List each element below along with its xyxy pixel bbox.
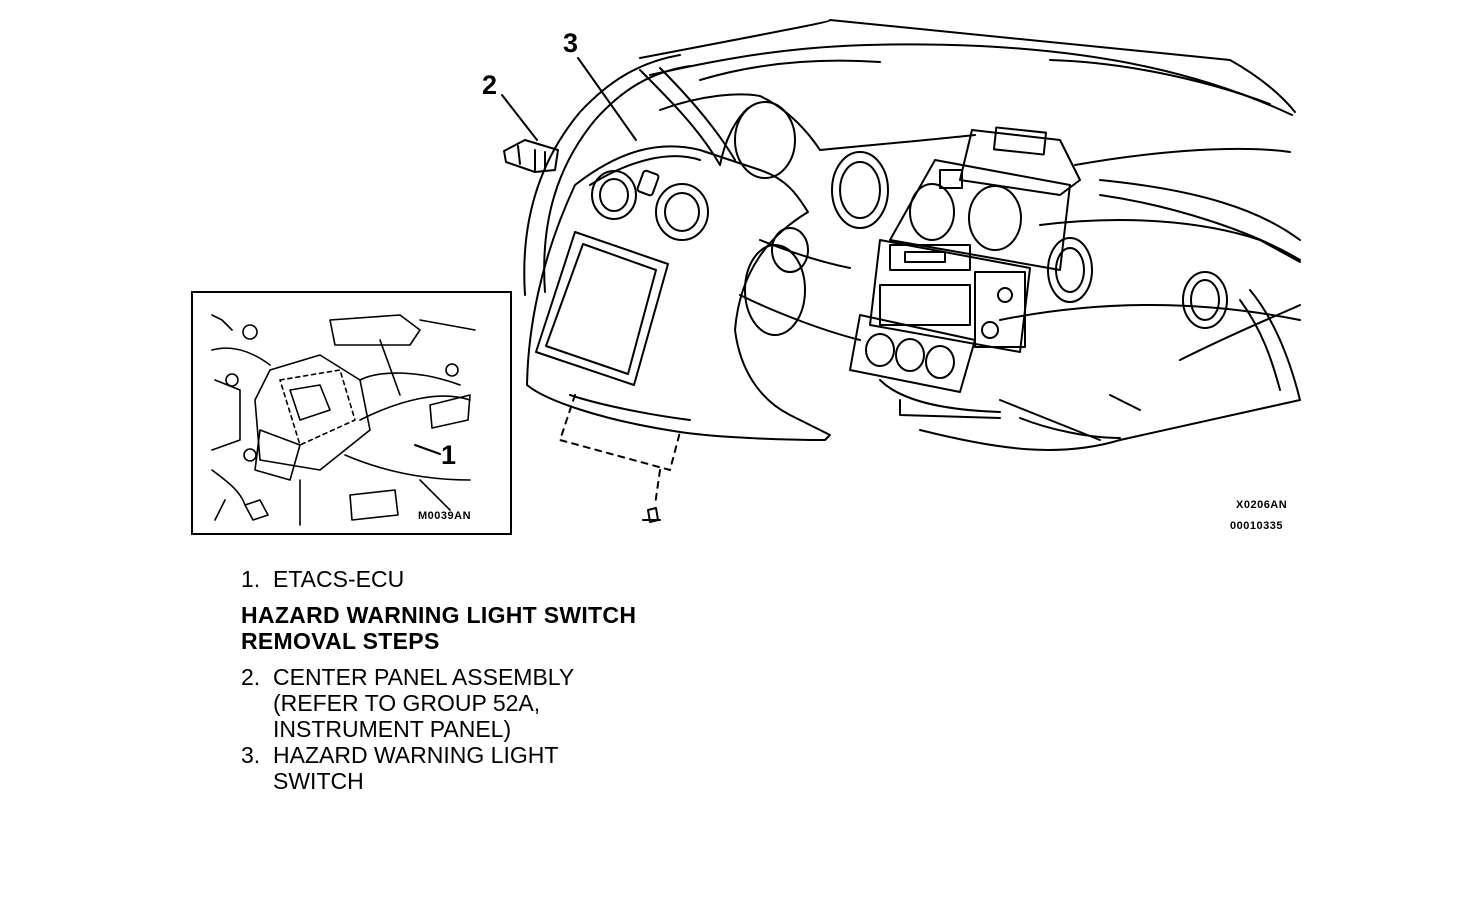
legend-item-number: 3. [241,742,261,768]
callout-3: 3 [563,28,579,58]
legend-item-1: 1. ETACS-ECU [241,566,761,592]
removal-steps-heading: HAZARD WARNING LIGHT SWITCH REMOVAL STEP… [241,602,637,654]
dashboard-outline [639,19,1301,452]
inset-detail-frame [191,291,512,535]
inset-figure-code: M0039AN [418,510,472,522]
steering-wheel [523,54,749,296]
legend-item-3: 3. HAZARD WARNING LIGHT SWITCH [241,742,761,794]
legend-item-text: CENTER PANEL ASSEMBLY (REFER TO GROUP 52… [273,664,575,742]
main-figure-code: X0206AN [1236,499,1288,511]
legend-item-2: 2. CENTER PANEL ASSEMBLY (REFER TO GROUP… [241,664,761,742]
center-stack [849,126,1081,419]
inset-sketch [211,314,476,526]
meter-cluster [734,101,889,336]
screw-locator [559,394,681,523]
legend: 1. ETACS-ECU HAZARD WARNING LIGHT SWITCH… [241,566,761,794]
legend-item-number: 1. [241,566,261,592]
legend-item-number: 2. [241,664,261,690]
legend-item-text: ETACS-ECU [273,566,405,592]
leader-lines [414,57,637,455]
passenger-side [1047,237,1228,329]
callout-2: 2 [482,70,498,100]
callout-1: 1 [441,440,457,470]
center-panel [526,145,831,441]
legend-item-text: HAZARD WARNING LIGHT SWITCH [273,742,559,794]
document-code: 00010335 [1230,520,1283,532]
hazard-switch-part [503,139,559,173]
